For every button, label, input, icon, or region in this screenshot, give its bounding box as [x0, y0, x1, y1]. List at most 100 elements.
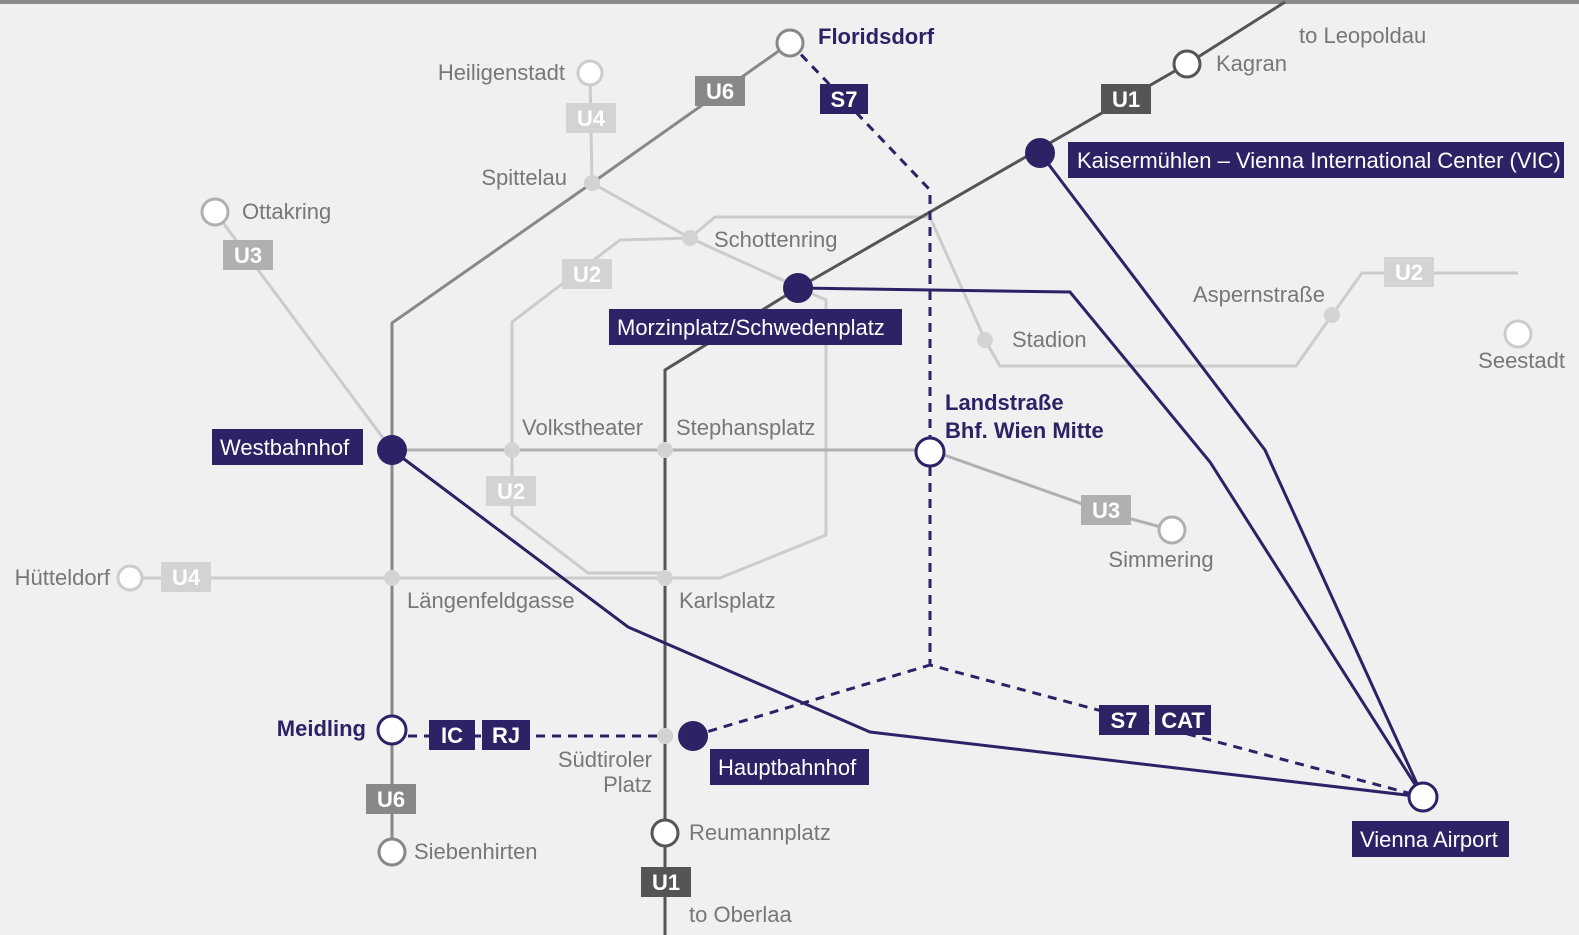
u1-badge-bottom — [641, 867, 691, 897]
siebenhirten-label: Siebenhirten — [414, 839, 538, 864]
rj-badge — [482, 720, 530, 750]
landstrasse-label-line1: Landstraße — [945, 390, 1064, 415]
airport-routes — [391, 152, 1425, 799]
terminal-stations — [116, 28, 1533, 867]
stadion-label: Stadion — [1012, 327, 1087, 352]
laengenfeldgasse-dot — [384, 570, 400, 586]
aspernstrasse-dot — [1324, 307, 1340, 323]
u1-badge-top-label: U1 — [1112, 87, 1140, 112]
vic-station[interactable] — [1025, 138, 1055, 168]
u3-badge-right — [1081, 495, 1131, 525]
reumannplatz-station — [650, 818, 680, 848]
ottakring-station — [200, 197, 230, 227]
suedtiroler-label-line1: Südtiroler — [558, 747, 652, 772]
seestadt-label: Seestadt — [1478, 348, 1565, 373]
to-leopoldau-label: to Leopoldau — [1299, 23, 1426, 48]
vic-label-box — [1068, 142, 1564, 178]
transfer-dots — [384, 175, 1340, 744]
karlsplatz-dot — [657, 570, 673, 586]
u2-line-east — [689, 215, 1518, 368]
u4-badge-left-label: U4 — [172, 565, 201, 590]
airport-label[interactable]: Vienna Airport — [1360, 827, 1498, 852]
u6-line — [390, 41, 791, 852]
to-oberlaa-label: to Oberlaa — [689, 902, 792, 927]
route-westbahnhof-airport — [391, 448, 1424, 799]
u2-badge-right-label: U2 — [1395, 260, 1423, 285]
suedtiroler-label-line2: Platz — [603, 772, 652, 797]
volkstheater-label: Volkstheater — [522, 415, 643, 440]
s7-badge-top — [820, 84, 868, 114]
meidling-station[interactable] — [376, 714, 408, 746]
airport-station[interactable] — [1407, 781, 1439, 813]
u6-lines — [390, 41, 791, 852]
stadion-dot — [977, 332, 993, 348]
u2-badge-upper-label: U2 — [573, 262, 601, 287]
simmering-label: Simmering — [1108, 547, 1213, 572]
volkstheater-dot — [504, 442, 520, 458]
kagran-label: Kagran — [1216, 51, 1287, 76]
meidling-label: Meidling — [277, 716, 366, 741]
ic-badge-label: IC — [441, 723, 463, 748]
u4-badge-top — [566, 103, 616, 133]
u3-badge-left-label: U3 — [234, 243, 262, 268]
u2-badge-lower-label: U2 — [497, 479, 525, 504]
landstrasse-label-line2: Bhf. Wien Mitte — [945, 418, 1104, 443]
karlsplatz-label: Karlsplatz — [679, 588, 776, 613]
top-border — [0, 0, 1579, 4]
u3-badge-left — [223, 240, 273, 270]
highlighted-labels: Kaisermühlen – Vienna International Cent… — [212, 142, 1564, 857]
schwedenplatz-station[interactable] — [783, 273, 813, 303]
s7-badge-bottom — [1099, 705, 1149, 735]
stephansplatz-dot — [657, 442, 673, 458]
simmering-station — [1157, 515, 1187, 545]
u4-badge-top-label: U4 — [577, 106, 606, 131]
route-vic-airport — [1038, 152, 1425, 798]
seestadt-station — [1503, 319, 1533, 349]
spittelau-dot — [584, 175, 600, 191]
station-labels: Heiligenstadt Kagran to Leopoldau Spitte… — [15, 23, 1565, 927]
huetteldorf-station — [116, 564, 144, 592]
hauptbahnhof-label-box — [710, 749, 869, 785]
reumannplatz-label: Reumannplatz — [689, 820, 831, 845]
heiligenstadt-station — [576, 59, 604, 87]
u6-badge-top — [695, 76, 745, 106]
westbahnhof-label[interactable]: Westbahnhof — [220, 435, 350, 460]
route-schwedenplatz-airport — [797, 286, 1425, 798]
u2-badge-lower — [486, 476, 536, 506]
westbahnhof-station[interactable] — [377, 435, 407, 465]
schwedenplatz-label-box — [609, 309, 902, 345]
s7-badge-bottom-label: S7 — [1111, 708, 1138, 733]
vic-label[interactable]: Kaisermühlen – Vienna International Cent… — [1077, 148, 1561, 173]
u4-badge-left — [161, 562, 211, 592]
cat-badge — [1155, 705, 1211, 735]
kagran-station — [1172, 49, 1202, 79]
stephansplatz-label: Stephansplatz — [676, 415, 815, 440]
floridsdorf-station — [775, 28, 805, 58]
heiligenstadt-label: Heiligenstadt — [438, 60, 565, 85]
hauptbahnhof-station[interactable] — [678, 721, 708, 751]
u6-badge-bottom — [366, 784, 416, 814]
landstrasse-station[interactable] — [914, 436, 946, 468]
u1-badge-bottom-label: U1 — [652, 870, 680, 895]
s7-hbf-route — [692, 663, 931, 738]
u2-badge-upper — [562, 259, 612, 289]
ottakring-label: Ottakring — [242, 199, 331, 224]
hauptbahnhof-label[interactable]: Hauptbahnhof — [718, 755, 857, 780]
schottenring-label: Schottenring — [714, 227, 838, 252]
aspernstrasse-label: Aspernstraße — [1193, 282, 1325, 307]
floridsdorf-label: Floridsdorf — [818, 24, 935, 49]
u2-badge-right — [1384, 257, 1434, 287]
westbahnhof-label-box — [212, 429, 363, 465]
line-badges: U1 U1 U6 U6 U4 U4 U3 U3 U2 U2 U2 S7 — [161, 76, 1434, 897]
u1-badge-top — [1101, 84, 1151, 114]
schwedenplatz-label[interactable]: Morzinplatz/Schwedenplatz — [617, 315, 885, 340]
suedtiroler-dot — [657, 728, 673, 744]
huetteldorf-label: Hütteldorf — [15, 565, 111, 590]
u2-line-west — [510, 236, 691, 575]
s7-badge-top-label: S7 — [831, 87, 858, 112]
airport-label-box — [1352, 821, 1509, 857]
key-stations — [376, 138, 1439, 813]
u6-badge-top-label: U6 — [706, 79, 734, 104]
laengenfeldgasse-label: Längenfeldgasse — [407, 588, 575, 613]
